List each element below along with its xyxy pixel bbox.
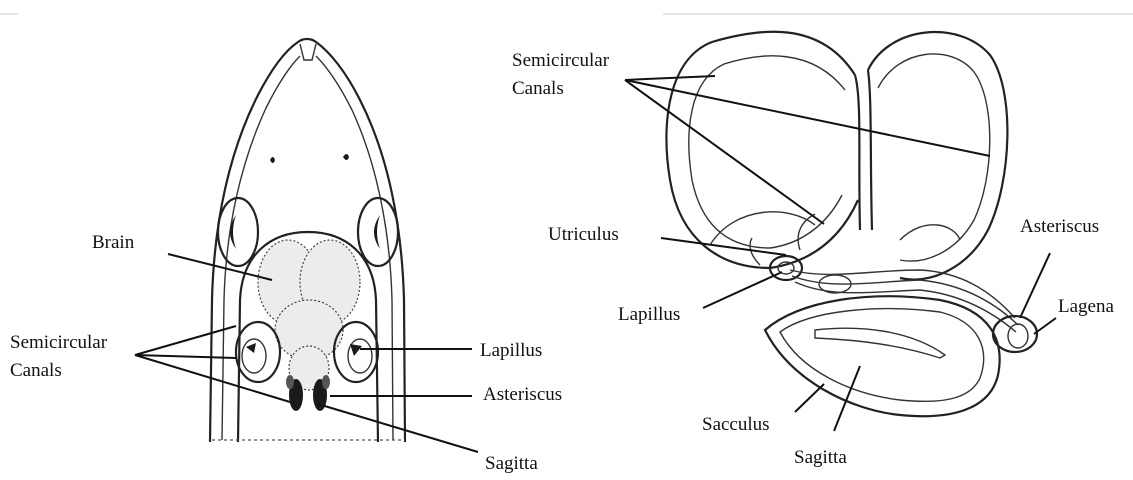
fish-head-drawing: [210, 39, 405, 442]
leader-canals-1: [135, 326, 236, 355]
leader-utriculus: [661, 238, 786, 255]
label-left-canals-2: Canals: [10, 360, 62, 381]
label-right-utriculus: Utriculus: [548, 224, 619, 245]
leader-canals-2: [135, 355, 236, 358]
label-right-canals-1: Semicircular: [512, 50, 610, 71]
eye-left: [218, 198, 258, 266]
sagitta-otolith-outline: [780, 309, 984, 402]
label-right-canals-2: Canals: [512, 78, 564, 99]
label-right-sagitta: Sagitta: [794, 447, 847, 468]
label-left-asteriscus: Asteriscus: [483, 384, 562, 405]
inner-ear-drawing: [666, 32, 1037, 416]
canal-loop-left-outer: [666, 32, 858, 268]
label-right-lapillus: Lapillus: [618, 304, 680, 325]
snout-ridge: [300, 44, 316, 60]
leader-asteriscus: [1020, 253, 1050, 318]
canal-loop-left-inner: [689, 56, 845, 248]
asteriscus-left: [286, 375, 294, 389]
nostril-left: [270, 157, 275, 163]
pupil-left: [230, 215, 236, 249]
label-left-canals-1: Semicircular: [10, 332, 108, 353]
canal-loop-right-inner: [878, 54, 990, 261]
asteriscus-otolith: [1008, 324, 1028, 348]
leader-brain: [168, 254, 272, 280]
label-right-lagena: Lagena: [1058, 296, 1114, 317]
leader-canals-c: [625, 80, 990, 156]
label-left-sagitta: Sagitta: [485, 453, 538, 474]
canal-lower-lobes: [710, 212, 960, 245]
label-left-lapillus: Lapillus: [480, 340, 542, 361]
nostril-right: [343, 154, 349, 160]
sacculus-sac: [765, 296, 1000, 416]
pupil-right: [374, 215, 380, 249]
label-right-asteriscus: Asteriscus: [1020, 216, 1099, 237]
sagitta-sulcus: [815, 328, 945, 358]
leader-sacculus: [795, 384, 824, 412]
canal-right-inner: [348, 339, 372, 373]
leader-lagena: [1034, 318, 1056, 334]
eye-right: [358, 198, 398, 266]
asteriscus-right: [322, 375, 330, 389]
lapillus-left-mark: [246, 343, 256, 353]
label-brain: Brain: [92, 232, 135, 253]
leader-sagitta: [318, 404, 478, 452]
leader-canals-a: [625, 76, 715, 80]
nerve-bundle-2: [792, 276, 1018, 325]
leader-lapillus: [703, 272, 782, 308]
canal-stem-right: [868, 70, 872, 230]
label-right-sacculus: Sacculus: [702, 414, 770, 435]
